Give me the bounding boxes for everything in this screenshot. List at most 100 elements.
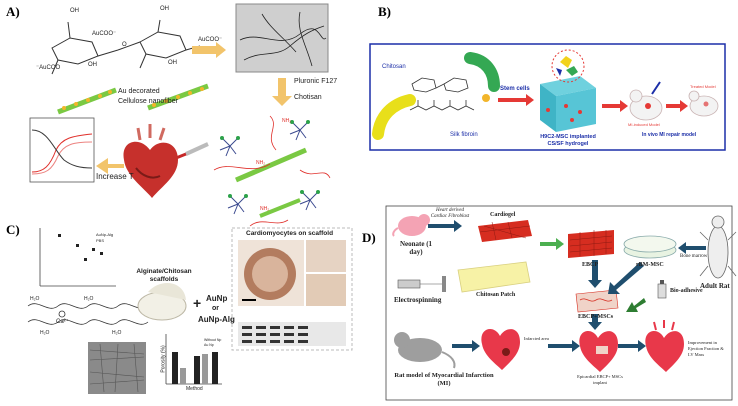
hydrogel-cube: [540, 49, 596, 132]
chem-label-auc1: AuCOO⁻: [92, 31, 117, 37]
ebcp-mscs-label: EBCP+MSCs: [578, 314, 614, 320]
nanofiber-group: [57, 83, 209, 115]
arrow-d3: [678, 242, 706, 254]
plus-sign: +: [193, 295, 202, 311]
water-label-2: H₂O: [84, 296, 94, 302]
heart-illustration: [123, 124, 178, 198]
chitosan-patch-label: Chitosan Patch: [476, 292, 516, 298]
mi-model-label: MI-induced Model: [628, 122, 660, 127]
sem-texture: [89, 343, 145, 393]
rheology-graph: [29, 117, 95, 183]
arrow-b2: [602, 100, 628, 112]
bio-adhesive-label: Bio-adhesive: [670, 288, 703, 294]
syringe-icon: [175, 142, 209, 160]
hydrogel-label: H9C2-MSC implanted CS/SF hydrogel: [540, 134, 596, 147]
chitosan-patch: [457, 261, 531, 293]
porosity-label: Porosity (%): [160, 345, 167, 373]
chitosan-label-b: Chitosan: [382, 64, 406, 70]
nh2-label-1: NH₂: [256, 160, 266, 166]
cardio-label: Cardiomyocytes on scaffold: [246, 230, 334, 237]
histology-inset-2: [306, 274, 346, 306]
silk-tube: [464, 52, 500, 92]
bone-marrow-label: Bone marrow: [680, 254, 708, 259]
aunp-label: AuNp: [206, 294, 228, 303]
epicardial-label: Epicardial EBCP+ MSCs implant: [577, 374, 623, 385]
arrow-d1: [428, 220, 462, 232]
aunp-alg-label: AuNp-Alg: [198, 315, 235, 324]
electrospinning-setup: [397, 276, 446, 292]
gold-particle: [482, 94, 490, 102]
ebcp-mscs-patch: [575, 289, 619, 313]
calcium-ion: [58, 310, 66, 318]
swelling-scatter-plot: [39, 228, 116, 287]
rat-mi-model: [629, 81, 663, 121]
heart-implant: [579, 331, 618, 372]
chem-label-auc3: ⁻AuCOO: [36, 65, 61, 71]
arrow-d8: [548, 340, 580, 352]
arrow-d5: [608, 262, 644, 294]
neonate-label: Neonate (1 day): [399, 240, 433, 256]
arrow-b3: [666, 100, 688, 112]
panel-b-label: B): [378, 4, 391, 19]
arrow-d6: [626, 298, 646, 312]
alginate-chain: [27, 303, 149, 325]
micrograph-fibers: [239, 11, 327, 67]
nh2-label-2: NH₂: [282, 118, 292, 124]
histology-core: [252, 256, 288, 292]
bar-legend-1: Without Np: [204, 338, 222, 342]
method-label: Method: [186, 386, 203, 392]
heart-improved: [645, 320, 684, 372]
cs-sf-structure: [409, 77, 475, 111]
panel-d-label: D): [362, 230, 376, 245]
calcium-label: Ca²⁺: [56, 319, 69, 325]
chem-label-o: O: [122, 42, 127, 48]
pluronic-label: Pluronic F127: [294, 78, 338, 85]
panel-d-frame: [385, 205, 733, 401]
adult-rat-outline: [699, 215, 737, 279]
rat-model-label: Rat model of Myocardial Infarction (MI): [394, 372, 494, 387]
chem-label-oh1: OH: [70, 8, 79, 14]
chem-label-oh4: OH: [168, 60, 177, 66]
arrow-d4: [588, 260, 602, 288]
adult-rat-label: Adult Rat: [700, 282, 730, 290]
arrow-a1: [192, 42, 226, 58]
chitosan-label-a: Chotisan: [294, 94, 322, 101]
chem-label-oh2: OH: [160, 6, 169, 12]
panel-a-label: A): [6, 4, 20, 19]
porosity-bar-chart: [165, 334, 222, 385]
cellulose-structure: [51, 19, 201, 75]
cardiogel-grid: [479, 221, 531, 241]
pluronic-network: [213, 115, 331, 227]
arrow-d9: [618, 340, 646, 352]
blot-bands: [242, 326, 308, 343]
silk-fibroin-label: Silk fibroin: [450, 132, 478, 138]
nanofiber-micrograph: [235, 3, 329, 73]
scatter-legend-1: AuNp-Alg: [96, 232, 114, 237]
chem-label-auc2: AuCOO⁻: [198, 37, 223, 43]
chitosan-tube: [372, 94, 416, 140]
invivo-label: In vivo MI repair model: [642, 132, 697, 138]
bar-legend-2: Au Np: [204, 343, 214, 347]
ebcp-mesh: [568, 230, 614, 258]
heart-infarcted: [481, 329, 520, 370]
chem-label-oh3: OH: [88, 62, 97, 68]
rat-treated: [688, 90, 719, 117]
electrospinning-label: Electrospinning: [394, 296, 442, 304]
nh2-label-3: NH₂: [260, 206, 270, 212]
petri-dish: [623, 235, 677, 259]
histology-inset-1: [306, 240, 346, 272]
heart-derived-label: Heart derived Cardiac Fibroblast: [430, 208, 470, 219]
neonate-rat: [392, 214, 430, 237]
ebcp-label: EBCP: [582, 262, 599, 268]
arrow-a2: [272, 78, 292, 106]
panel-c-label: C): [6, 222, 20, 237]
water-label-1: H₂O: [30, 296, 40, 302]
water-label-4: H₂O: [112, 330, 122, 336]
infarcted-label: Infarcted area: [524, 336, 549, 341]
increase-t-label: Increase T: [96, 172, 134, 181]
bio-adhesive-icon: [657, 280, 667, 299]
cellulose-nanofiber-label: Cellulose nanofiber: [118, 98, 178, 105]
arrow-a3: [96, 158, 124, 174]
scatter-legend-2: PBS: [96, 238, 105, 243]
